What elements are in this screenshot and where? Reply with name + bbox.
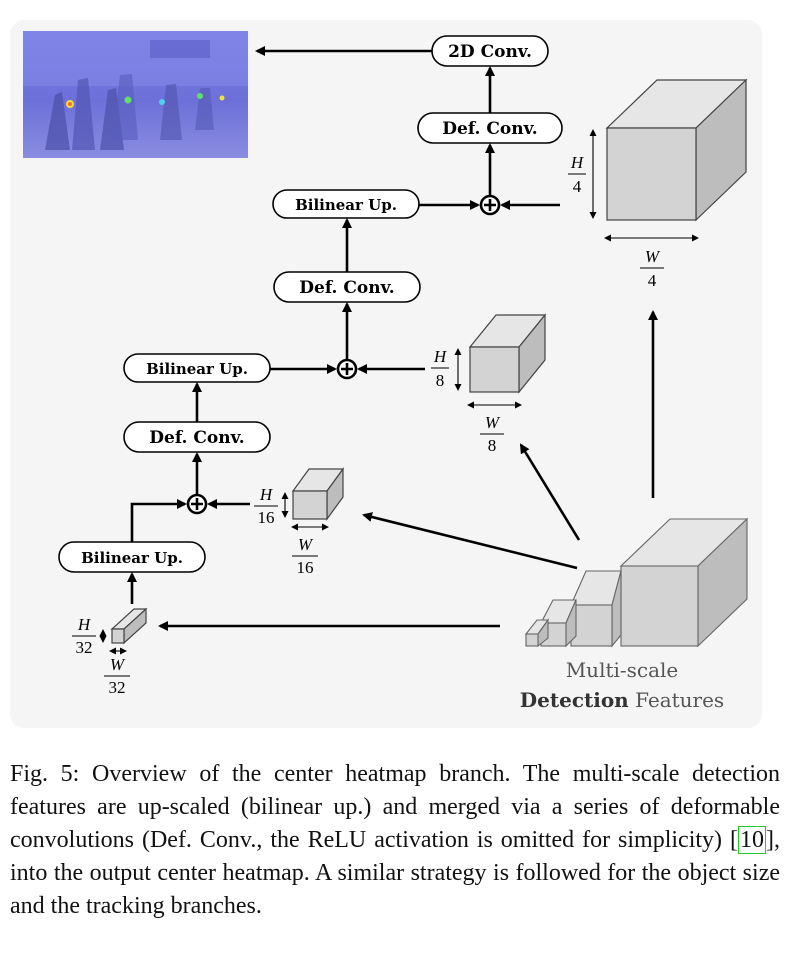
fraction-h-32-den: 32 (76, 638, 93, 657)
features-label-line1: Multi-scale (566, 658, 679, 682)
heatmap-branch-diagram: 2D Conv. Def. Conv. Bilinear Up. Def. Co… (23, 31, 749, 712)
node-bilinear-up-2-label: Bilinear Up. (146, 360, 248, 378)
fraction-h-16-num: H (259, 485, 274, 504)
fraction-w-16-num: W (298, 535, 314, 554)
node-def-conv-3-label: Def. Conv. (149, 428, 244, 448)
fraction-h-4: H 4 (568, 153, 586, 196)
figure-caption: Fig. 5: Overview of the center heatmap b… (10, 758, 780, 923)
fraction-w-32: W 32 (104, 655, 130, 697)
node-def-conv-2: Def. Conv. (273, 271, 421, 303)
fraction-w-32-num: W (110, 655, 126, 674)
node-bilinear-up-1: Bilinear Up. (272, 189, 420, 219)
sum-node-middle (336, 358, 358, 380)
fraction-h-4-den: 4 (573, 177, 582, 196)
fraction-w-16: W 16 (292, 535, 318, 577)
pyramid-cube-3 (570, 570, 622, 648)
dimension-arrows (99, 129, 699, 655)
node-2d-conv: 2D Conv. (431, 35, 549, 67)
fraction-w-8: W 8 (480, 413, 504, 455)
fraction-w-16-den: 16 (297, 558, 314, 577)
feature-cube-eighth (468, 313, 547, 394)
caption-text-pre: Fig. 5: Overview of the center heatmap b… (10, 761, 780, 853)
feature-cube-32nd (110, 607, 148, 645)
multi-scale-pyramid (524, 517, 749, 648)
pyramid-cube-4 (619, 517, 749, 648)
features-label-bold: Detection (520, 688, 629, 712)
fraction-h-8-num: H (433, 347, 448, 366)
sum-node-bottom (186, 493, 208, 515)
caption-ref-close: ] (766, 827, 774, 853)
node-2d-conv-label: 2D Conv. (448, 42, 532, 62)
fraction-h-16: H 16 (254, 485, 278, 527)
flow-arrows (127, 46, 658, 631)
fraction-h-8-den: 8 (436, 371, 445, 390)
fraction-h-32: H 32 (72, 615, 96, 657)
fraction-w-8-den: 8 (488, 436, 497, 455)
fraction-w-4: W 4 (640, 247, 664, 290)
sum-node-top (479, 194, 501, 216)
node-def-conv-2-label: Def. Conv. (299, 278, 394, 298)
pyramid-cube-2 (540, 599, 577, 648)
fraction-w-4-num: W (645, 247, 661, 266)
node-def-conv-top: Def. Conv. (417, 112, 563, 144)
feature-cube-quarter (605, 78, 748, 222)
output-heatmap-image (23, 31, 248, 158)
fraction-w-32-den: 32 (109, 678, 126, 697)
feature-cube-sixteenth (291, 467, 345, 521)
caption-text-post: , into the output center heatmap. A simi… (10, 827, 780, 919)
fraction-h-16-den: 16 (258, 508, 275, 527)
fraction-h-8: H 8 (431, 347, 449, 390)
features-label-rest: Features (629, 688, 724, 712)
pyramid-cube-1 (524, 618, 550, 648)
node-bilinear-up-3-label: Bilinear Up. (81, 549, 183, 567)
node-bilinear-up-2: Bilinear Up. (123, 353, 271, 383)
fraction-w-4-den: 4 (648, 271, 657, 290)
caption-ref-open: [ (730, 827, 738, 853)
fraction-h-4-num: H (570, 153, 585, 172)
node-def-conv-3: Def. Conv. (123, 421, 271, 453)
node-bilinear-up-3: Bilinear Up. (58, 541, 206, 573)
fraction-h-32-num: H (77, 615, 92, 634)
fraction-w-8-num: W (485, 413, 501, 432)
node-def-conv-top-label: Def. Conv. (442, 119, 537, 139)
features-label-line2: Detection Features (520, 688, 724, 712)
node-bilinear-up-1-label: Bilinear Up. (295, 196, 397, 214)
citation-link[interactable]: 10 (738, 826, 766, 854)
